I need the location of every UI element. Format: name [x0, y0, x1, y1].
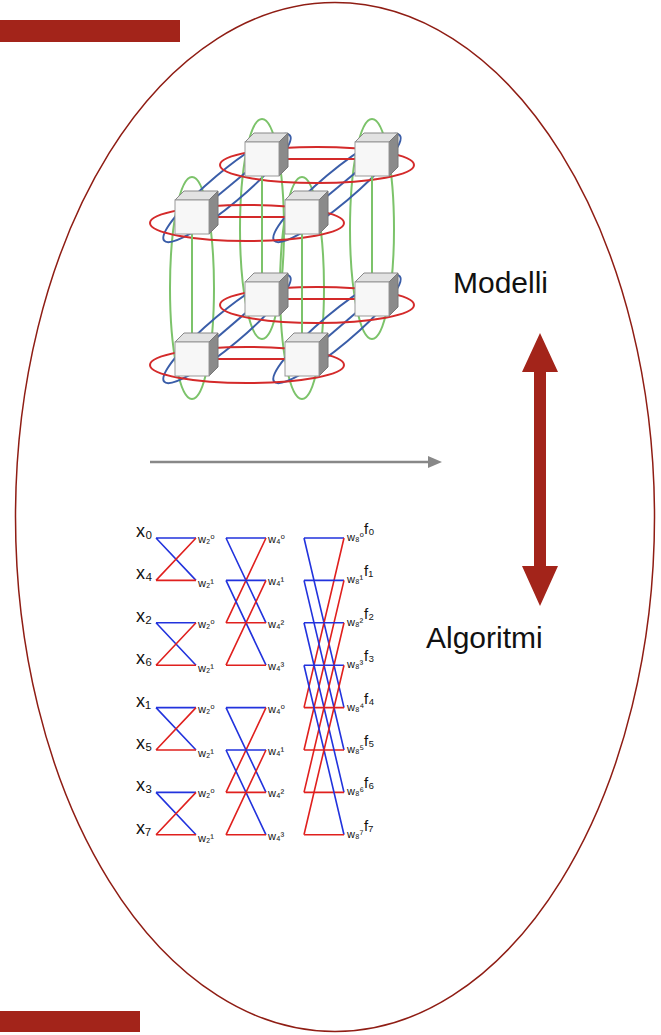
input-label: x₅: [136, 734, 152, 752]
twiddle-factor: w₄³: [268, 831, 284, 842]
output-label: f₆: [364, 775, 374, 790]
output-label: f₀: [364, 521, 374, 536]
input-label: x₆: [136, 649, 152, 667]
twiddle-factor: w₂¹: [198, 833, 214, 844]
twiddle-factor: w₂⁰: [198, 534, 215, 545]
input-label: x₄: [136, 564, 152, 582]
output-label: f₃: [364, 648, 374, 663]
accent-bar: [0, 20, 180, 42]
twiddle-factor: w₄¹: [268, 576, 284, 587]
twiddle-factor: w₈⁰: [347, 532, 364, 543]
twiddle-factor: w₂¹: [198, 663, 214, 674]
twiddle-factor: w₄¹: [268, 746, 284, 757]
twiddle-factor: w₂¹: [198, 578, 214, 589]
output-label: f₂: [364, 606, 374, 621]
double-arrow: [522, 333, 558, 606]
twiddle-factor: w₈²: [347, 617, 363, 628]
section-label: Algoritmi: [426, 621, 543, 654]
twiddle-factor: w₈³: [347, 659, 363, 670]
twiddle-factor: w₂⁰: [198, 619, 215, 630]
accent-bar: [0, 1011, 140, 1032]
twiddle-factor: w₂⁰: [198, 704, 215, 715]
twiddle-factor: w₄⁰: [268, 704, 285, 715]
twiddle-factor: w₂¹: [198, 748, 214, 759]
output-label: f₄: [364, 691, 374, 706]
fft-butterfly: [156, 538, 344, 835]
input-label: x₃: [136, 776, 152, 794]
output-label: f₇: [364, 818, 373, 833]
input-label: x₁: [136, 692, 151, 710]
twiddle-factor: w₄⁰: [268, 534, 285, 545]
output-label: f₅: [364, 733, 374, 748]
torus-network: [150, 119, 414, 399]
twiddle-factor: w₈⁴: [347, 702, 364, 713]
ellipse-outline: [14, 1, 656, 1033]
ellipse-region: ModelliAlgoritmi: [14, 1, 656, 1033]
output-label: f₁: [364, 563, 373, 578]
twiddle-factor: w₄²: [268, 619, 284, 630]
twiddle-factor: w₄²: [268, 788, 284, 799]
section-label: Modelli: [453, 266, 548, 299]
twiddle-factor: w₈⁵: [347, 744, 364, 755]
input-label: x₂: [136, 607, 152, 625]
twiddle-factor: w₈⁷: [347, 829, 363, 840]
twiddle-factor: w₈¹: [347, 574, 363, 585]
input-label: x₇: [136, 819, 151, 837]
twiddle-factor: w₄³: [268, 661, 284, 672]
input-label: x₀: [136, 522, 152, 540]
time-arrow: [150, 456, 442, 468]
twiddle-factor: w₈⁶: [347, 786, 364, 797]
twiddle-factor: w₂⁰: [198, 788, 215, 799]
